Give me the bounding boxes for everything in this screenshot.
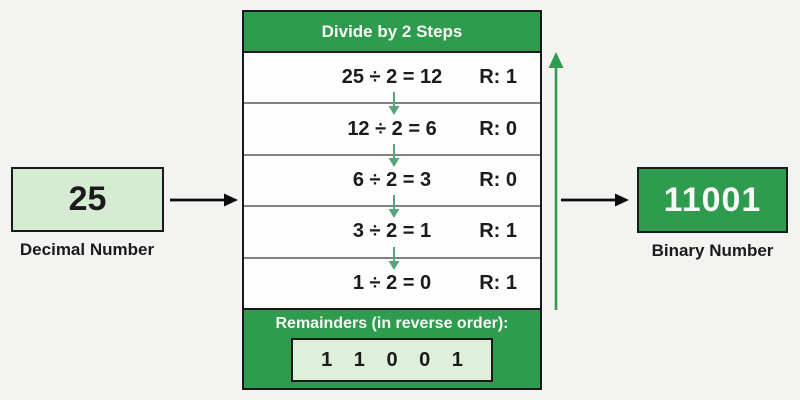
division-steps-table: Divide by 2 Steps 25 ÷ 2 = 12 R: 1 12 ÷ … — [242, 10, 542, 390]
arrow-right-icon — [561, 193, 629, 207]
binary-number-box: 11001 — [637, 167, 788, 233]
remainders-result-box: 1 1 0 0 1 — [291, 338, 493, 382]
division-expression: 25 ÷ 2 = 12 — [341, 66, 443, 89]
division-step-row: 1 ÷ 2 = 0 R: 1 — [244, 258, 540, 309]
table-title: Divide by 2 Steps — [244, 12, 540, 53]
division-step-row: 25 ÷ 2 = 12 R: 1 — [244, 53, 540, 105]
decimal-number-label: Decimal Number — [19, 240, 155, 259]
division-expression: 1 ÷ 2 = 0 — [352, 271, 432, 294]
decimal-value: 25 — [68, 180, 107, 218]
division-step-row: 3 ÷ 2 = 1 R: 1 — [244, 207, 540, 259]
remainder-value: R: 1 — [479, 271, 517, 294]
table-footer: Remainders (in reverse order): 1 1 0 0 1 — [244, 308, 540, 388]
decimal-number-box: 25 — [11, 167, 164, 232]
division-expression: 3 ÷ 2 = 1 — [352, 220, 432, 243]
arrow-down-icon — [388, 247, 400, 270]
arrow-down-icon — [388, 195, 400, 218]
binary-number-label: Binary Number — [651, 241, 774, 260]
arrow-down-icon — [388, 92, 400, 115]
arrow-down-icon — [388, 144, 400, 167]
division-expression: 6 ÷ 2 = 3 — [352, 169, 432, 192]
arrow-up-icon — [548, 52, 564, 310]
remainder-value: R: 0 — [479, 169, 517, 192]
arrow-right-icon — [170, 193, 238, 207]
remainder-value: R: 0 — [479, 117, 517, 140]
binary-value: 11001 — [663, 180, 762, 219]
table-rows: 25 ÷ 2 = 12 R: 1 12 ÷ 2 = 6 R: 0 6 ÷ 2 =… — [244, 53, 540, 309]
division-step-row: 12 ÷ 2 = 6 R: 0 — [244, 104, 540, 156]
division-expression: 12 ÷ 2 = 6 — [347, 117, 437, 140]
remainder-value: R: 1 — [479, 66, 517, 89]
remainder-value: R: 1 — [479, 220, 517, 243]
division-step-row: 6 ÷ 2 = 3 R: 0 — [244, 155, 540, 208]
remainders-label: Remainders (in reverse order): — [275, 315, 509, 332]
remainders-result: 1 1 0 0 1 — [321, 348, 471, 371]
